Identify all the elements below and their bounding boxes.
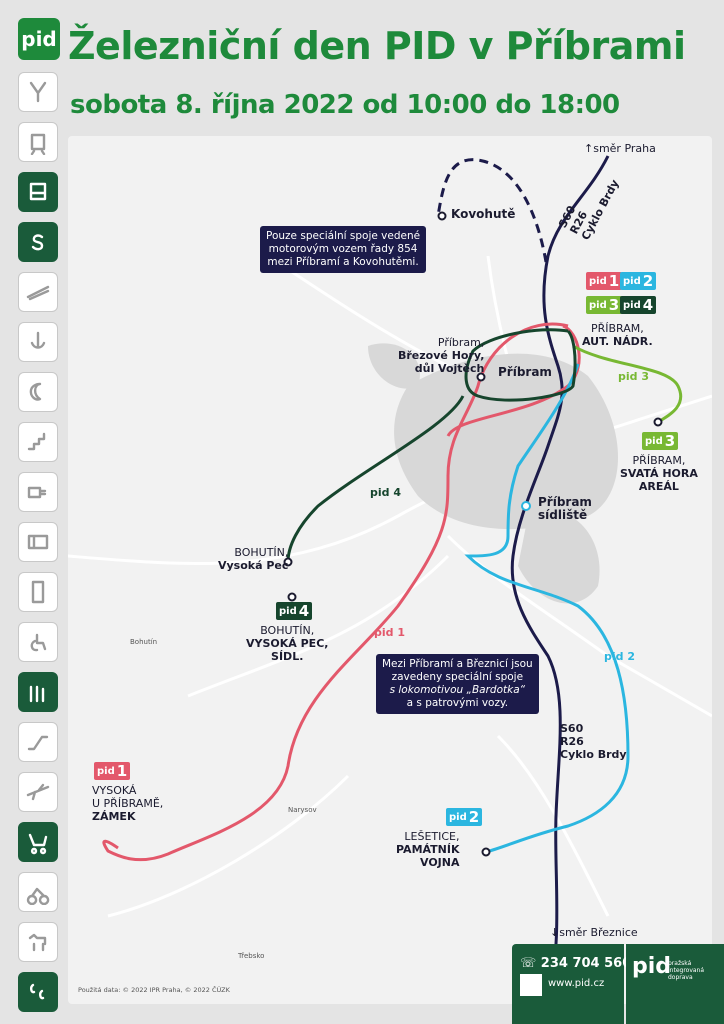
pid-footer-logo: pid	[632, 954, 672, 979]
bicycle-icon-glyph	[26, 887, 50, 905]
line-label-4: pid 4	[370, 486, 402, 499]
s-train-icon-glyph	[31, 234, 44, 251]
stroller-icon[interactable]	[18, 822, 58, 862]
page-subtitle: sobota 8. října 2022 od 10:00 do 18:00	[70, 90, 620, 120]
wheelchair-icon-glyph	[30, 633, 47, 652]
direction-south: ↓směr Březnice	[550, 926, 638, 939]
metro-icon-glyph	[29, 81, 47, 103]
escalator-icon[interactable]	[18, 722, 58, 762]
escalator-icon-glyph	[27, 735, 49, 751]
ticket-icon[interactable]	[18, 522, 58, 562]
data-credits: Použitá data: © 2022 IPR Praha, © 2022 Č…	[78, 986, 230, 994]
urban-areas	[368, 343, 618, 604]
charging-icon[interactable]	[18, 472, 58, 512]
stop-markers	[283, 211, 663, 857]
qr-code-icon[interactable]	[520, 974, 542, 996]
metro-icon[interactable]	[18, 72, 58, 112]
stop-brezove-hory[interactable]: Příbram,Březové Hory,důl Vojtěch	[398, 336, 485, 375]
stop-pribram[interactable]: Příbram	[498, 365, 552, 379]
dog-icon[interactable]	[18, 922, 58, 962]
stop-aut-nadr[interactable]: PŘÍBRAM,AUT. NÁDR.	[582, 322, 653, 348]
place-trebsko: Třebsko	[238, 952, 265, 960]
tram-icon-glyph	[30, 133, 46, 155]
funicular-icon-glyph	[26, 285, 50, 301]
funicular-icon[interactable]	[18, 272, 58, 312]
family-icon[interactable]	[18, 672, 58, 712]
phone-number[interactable]: ☏ 234 704 560	[520, 956, 632, 971]
ticket-icon-glyph	[27, 534, 49, 550]
ferry-icon[interactable]	[18, 322, 58, 362]
airport-icon[interactable]	[18, 772, 58, 812]
line-label-3: pid 3	[618, 370, 650, 383]
pribram-sidliste-marker	[521, 501, 531, 511]
route-line-3	[572, 344, 682, 424]
airport-icon-glyph	[26, 783, 50, 801]
stairs-icon[interactable]	[18, 422, 58, 462]
pid-logo: pid	[18, 18, 60, 60]
mobile-icon-glyph	[31, 580, 45, 604]
route-line-4	[286, 328, 577, 563]
route-line-1-loop	[446, 324, 581, 437]
bicycle-icon[interactable]	[18, 872, 58, 912]
direction-north: ↑směr Praha	[584, 142, 656, 155]
stroller-icon-glyph	[28, 833, 48, 855]
tram-icon[interactable]	[18, 122, 58, 162]
charging-icon-glyph	[27, 486, 47, 499]
stairs-icon-glyph	[27, 432, 46, 451]
stop-kovohute[interactable]: Kovohutě	[451, 207, 516, 221]
bus-icon-glyph	[29, 182, 47, 201]
line-label-2: pid 2	[604, 650, 636, 663]
bus-icon[interactable]	[18, 172, 58, 212]
page-title: Železniční den PID v Příbrami	[68, 24, 686, 68]
place-bohutin: Bohutín	[130, 638, 158, 646]
dog-icon-glyph	[28, 933, 47, 952]
rail-main	[510, 155, 610, 1004]
place-narysov: Narysov	[288, 806, 317, 814]
family-icon-glyph	[29, 685, 45, 703]
website-link[interactable]: www.pid.cz	[548, 978, 605, 989]
route-line-2	[464, 363, 630, 854]
stop-bohutin-sidl[interactable]: BOHUTÍN,VYSOKÁ PEC,SÍDL.	[246, 624, 329, 663]
night-icon[interactable]	[18, 372, 58, 412]
footsteps-icon[interactable]	[18, 972, 58, 1012]
night-icon-glyph	[29, 382, 42, 401]
ferry-icon-glyph	[30, 331, 46, 349]
s-train-icon[interactable]	[18, 222, 58, 262]
contact-box: ☏ 234 704 560 www.pid.cz	[512, 944, 631, 1024]
stop-bohutin-pec[interactable]: BOHUTÍN,Vysoká Pec	[218, 546, 289, 572]
route-line-1	[102, 322, 569, 862]
sidebar: pid	[18, 18, 60, 1012]
footsteps-icon-glyph	[30, 983, 45, 1000]
wheelchair-icon[interactable]	[18, 622, 58, 662]
line-label-1: pid 1	[374, 626, 406, 639]
mobile-icon[interactable]	[18, 572, 58, 612]
